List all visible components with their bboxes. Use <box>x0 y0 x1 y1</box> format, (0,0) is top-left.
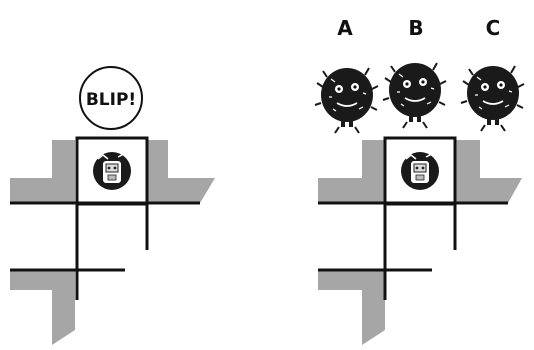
robot-icon <box>92 151 132 191</box>
left-panel: BLIP! <box>10 66 215 345</box>
right-panel: A B C <box>314 16 525 345</box>
speech-bubble: BLIP! <box>79 66 143 130</box>
wall-top-right <box>146 140 215 203</box>
wall-top-left <box>10 140 75 203</box>
wall-top-right-right <box>455 140 522 203</box>
robot-icon-right <box>400 151 440 191</box>
option-label-a: A <box>337 16 353 40</box>
option-label-c: C <box>486 16 501 40</box>
creature-a-icon <box>314 67 379 134</box>
bubble-text: BLIP! <box>86 90 136 110</box>
option-label-b: B <box>408 16 423 40</box>
creature-c-icon <box>460 65 525 132</box>
wall-top-left-right <box>318 140 385 203</box>
wall-bottom-right <box>318 270 385 345</box>
grid-lines-right <box>318 136 508 300</box>
grid-lines-left <box>10 136 200 300</box>
creature-b-icon <box>382 62 447 129</box>
wall-bottom <box>10 270 75 345</box>
